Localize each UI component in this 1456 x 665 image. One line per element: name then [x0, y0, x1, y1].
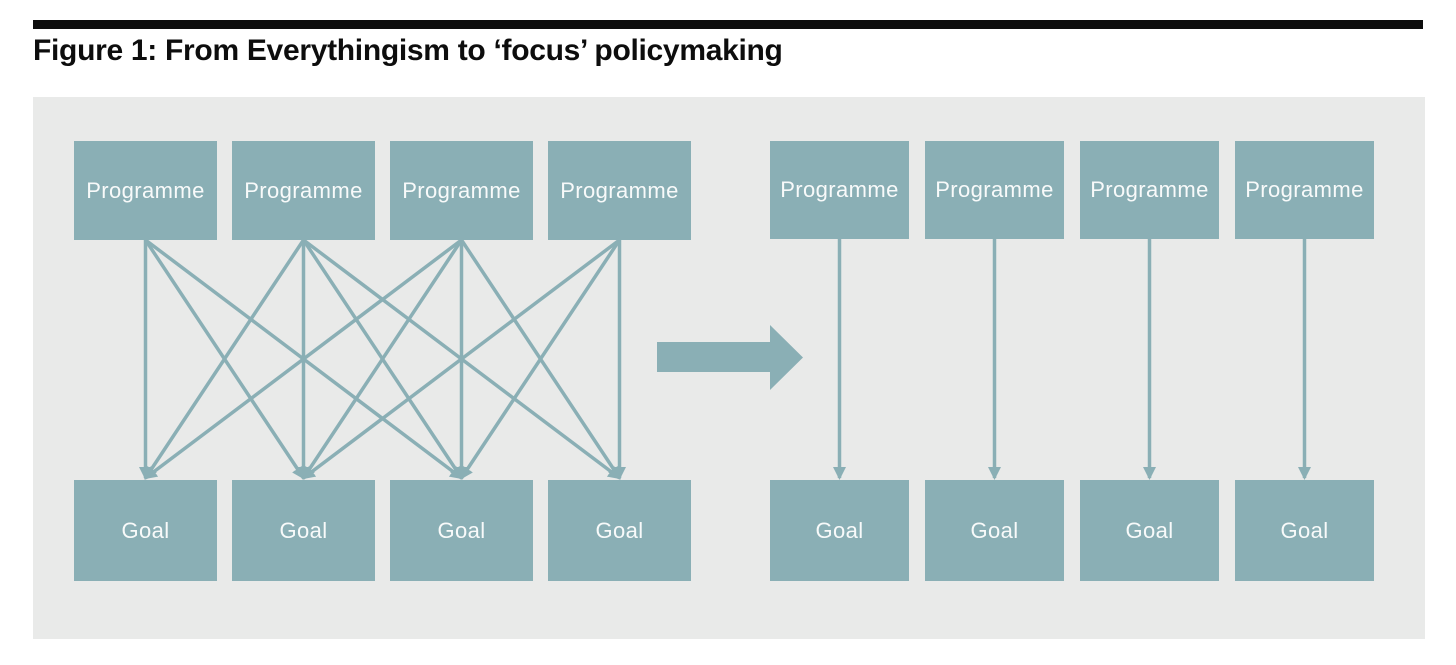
goal-box: Goal — [548, 480, 691, 581]
goal-box: Goal — [1080, 480, 1219, 581]
goal-box: Goal — [770, 480, 909, 581]
connection-arrow — [144, 239, 305, 480]
programme-box: Programme — [1235, 141, 1374, 239]
figure-title: Figure 1: From Everythingism to ‘focus’ … — [33, 34, 783, 67]
programme-box: Programme — [548, 141, 691, 240]
goal-box: Goal — [232, 480, 375, 581]
programme-box: Programme — [232, 141, 375, 240]
connection-arrow — [143, 238, 463, 480]
programme-box: Programme — [770, 141, 909, 239]
goal-box: Goal — [925, 480, 1064, 581]
connection-arrow — [301, 238, 621, 480]
programme-box: Programme — [925, 141, 1064, 239]
title-rule — [33, 20, 1423, 29]
programme-box: Programme — [390, 141, 533, 240]
programme-box: Programme — [74, 141, 217, 240]
connections-svg — [139, 238, 1311, 480]
programme-box: Programme — [1080, 141, 1219, 239]
goal-box: Goal — [74, 480, 217, 581]
goal-box: Goal — [390, 480, 533, 581]
connection-arrow — [460, 239, 621, 480]
diagram-panel: Programme Programme Programme Programme … — [33, 97, 1425, 639]
goal-box: Goal — [1235, 480, 1374, 581]
connection-arrow — [302, 239, 463, 480]
transition-arrow-icon — [657, 325, 803, 390]
